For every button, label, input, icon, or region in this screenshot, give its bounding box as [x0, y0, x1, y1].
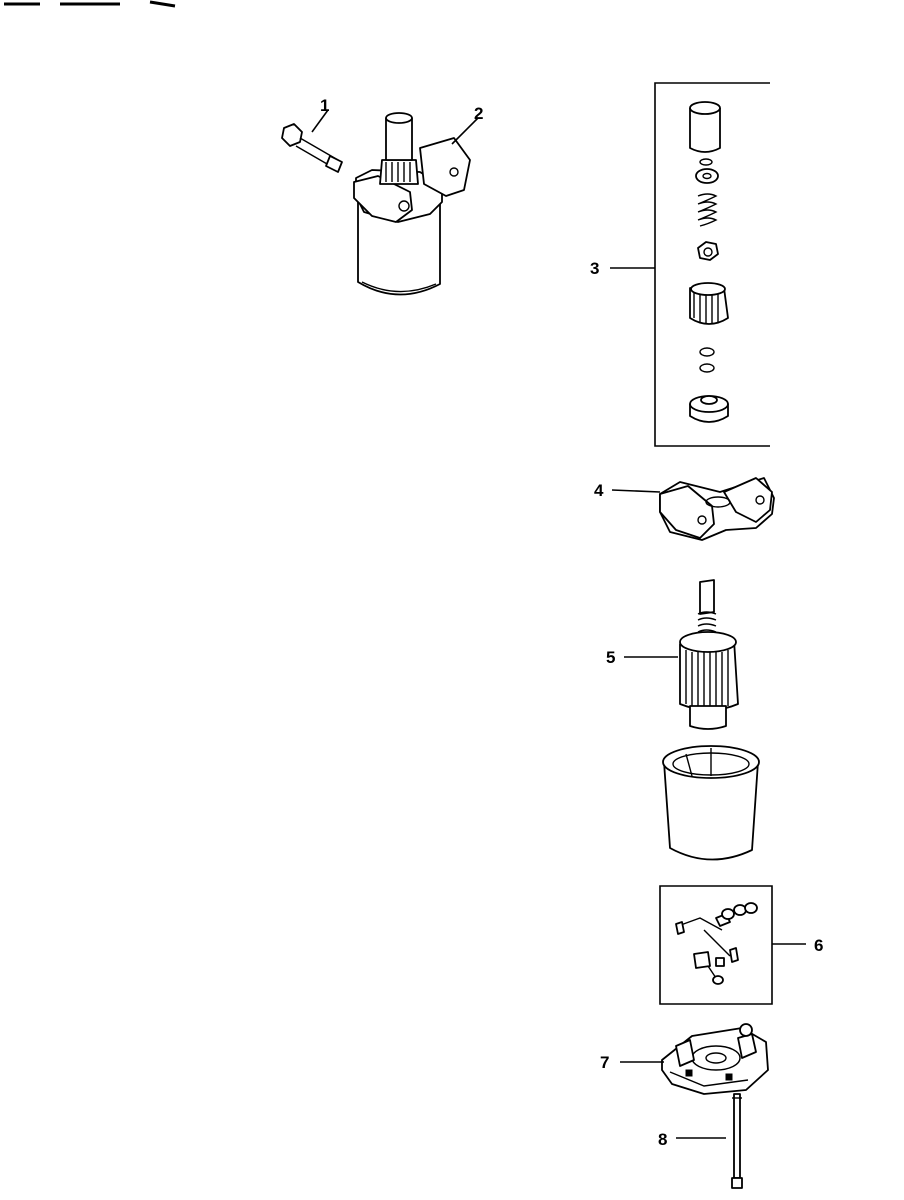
part-6-brush-kit[interactable]: [675, 902, 758, 985]
part-4-drive-end-bracket[interactable]: [659, 477, 775, 541]
callout-7: 7: [600, 1053, 609, 1072]
part-8-through-bolt[interactable]: [731, 1093, 743, 1189]
callout-1: 1: [320, 96, 329, 115]
leader-4: [611, 489, 661, 493]
header-fragment: [4, 0, 176, 8]
part-2-starter-motor[interactable]: [353, 112, 471, 296]
callout-4: 4: [594, 481, 604, 500]
leader-1: [311, 109, 329, 133]
box-6: [659, 885, 773, 1005]
callout-3: 3: [590, 259, 599, 278]
callout-8: 8: [658, 1130, 667, 1149]
callout-2: 2: [474, 104, 483, 123]
bracket-3: [654, 82, 770, 447]
callout-5: 5: [606, 648, 615, 667]
callout-6: 6: [814, 936, 823, 955]
part-3-drive-kit[interactable]: [689, 101, 729, 423]
part-7-end-plate[interactable]: [661, 1023, 769, 1095]
part-1-bolt[interactable]: [281, 123, 343, 173]
part-5-armature[interactable]: [679, 579, 739, 730]
leader-2: [451, 117, 479, 145]
motor-frame-housing[interactable]: [662, 745, 760, 861]
